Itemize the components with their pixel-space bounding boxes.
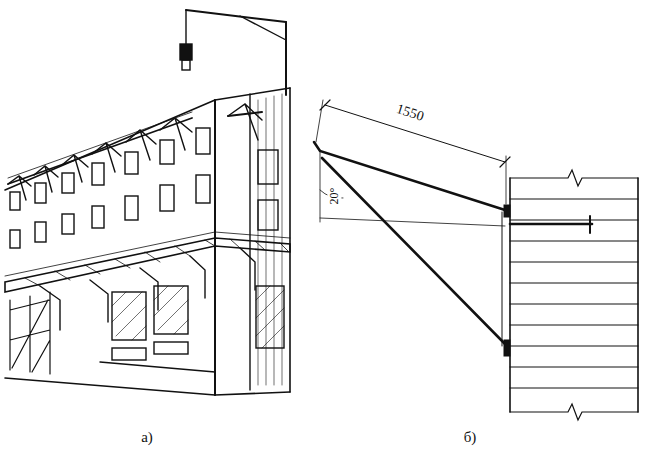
figure-label: б): [462, 429, 479, 446]
dimension-label: 1550: [392, 101, 427, 126]
figure-label: а): [139, 429, 155, 446]
angle-label: 20°: [327, 186, 341, 207]
bracket-detail: [314, 100, 638, 420]
building-sketch: [5, 10, 290, 395]
